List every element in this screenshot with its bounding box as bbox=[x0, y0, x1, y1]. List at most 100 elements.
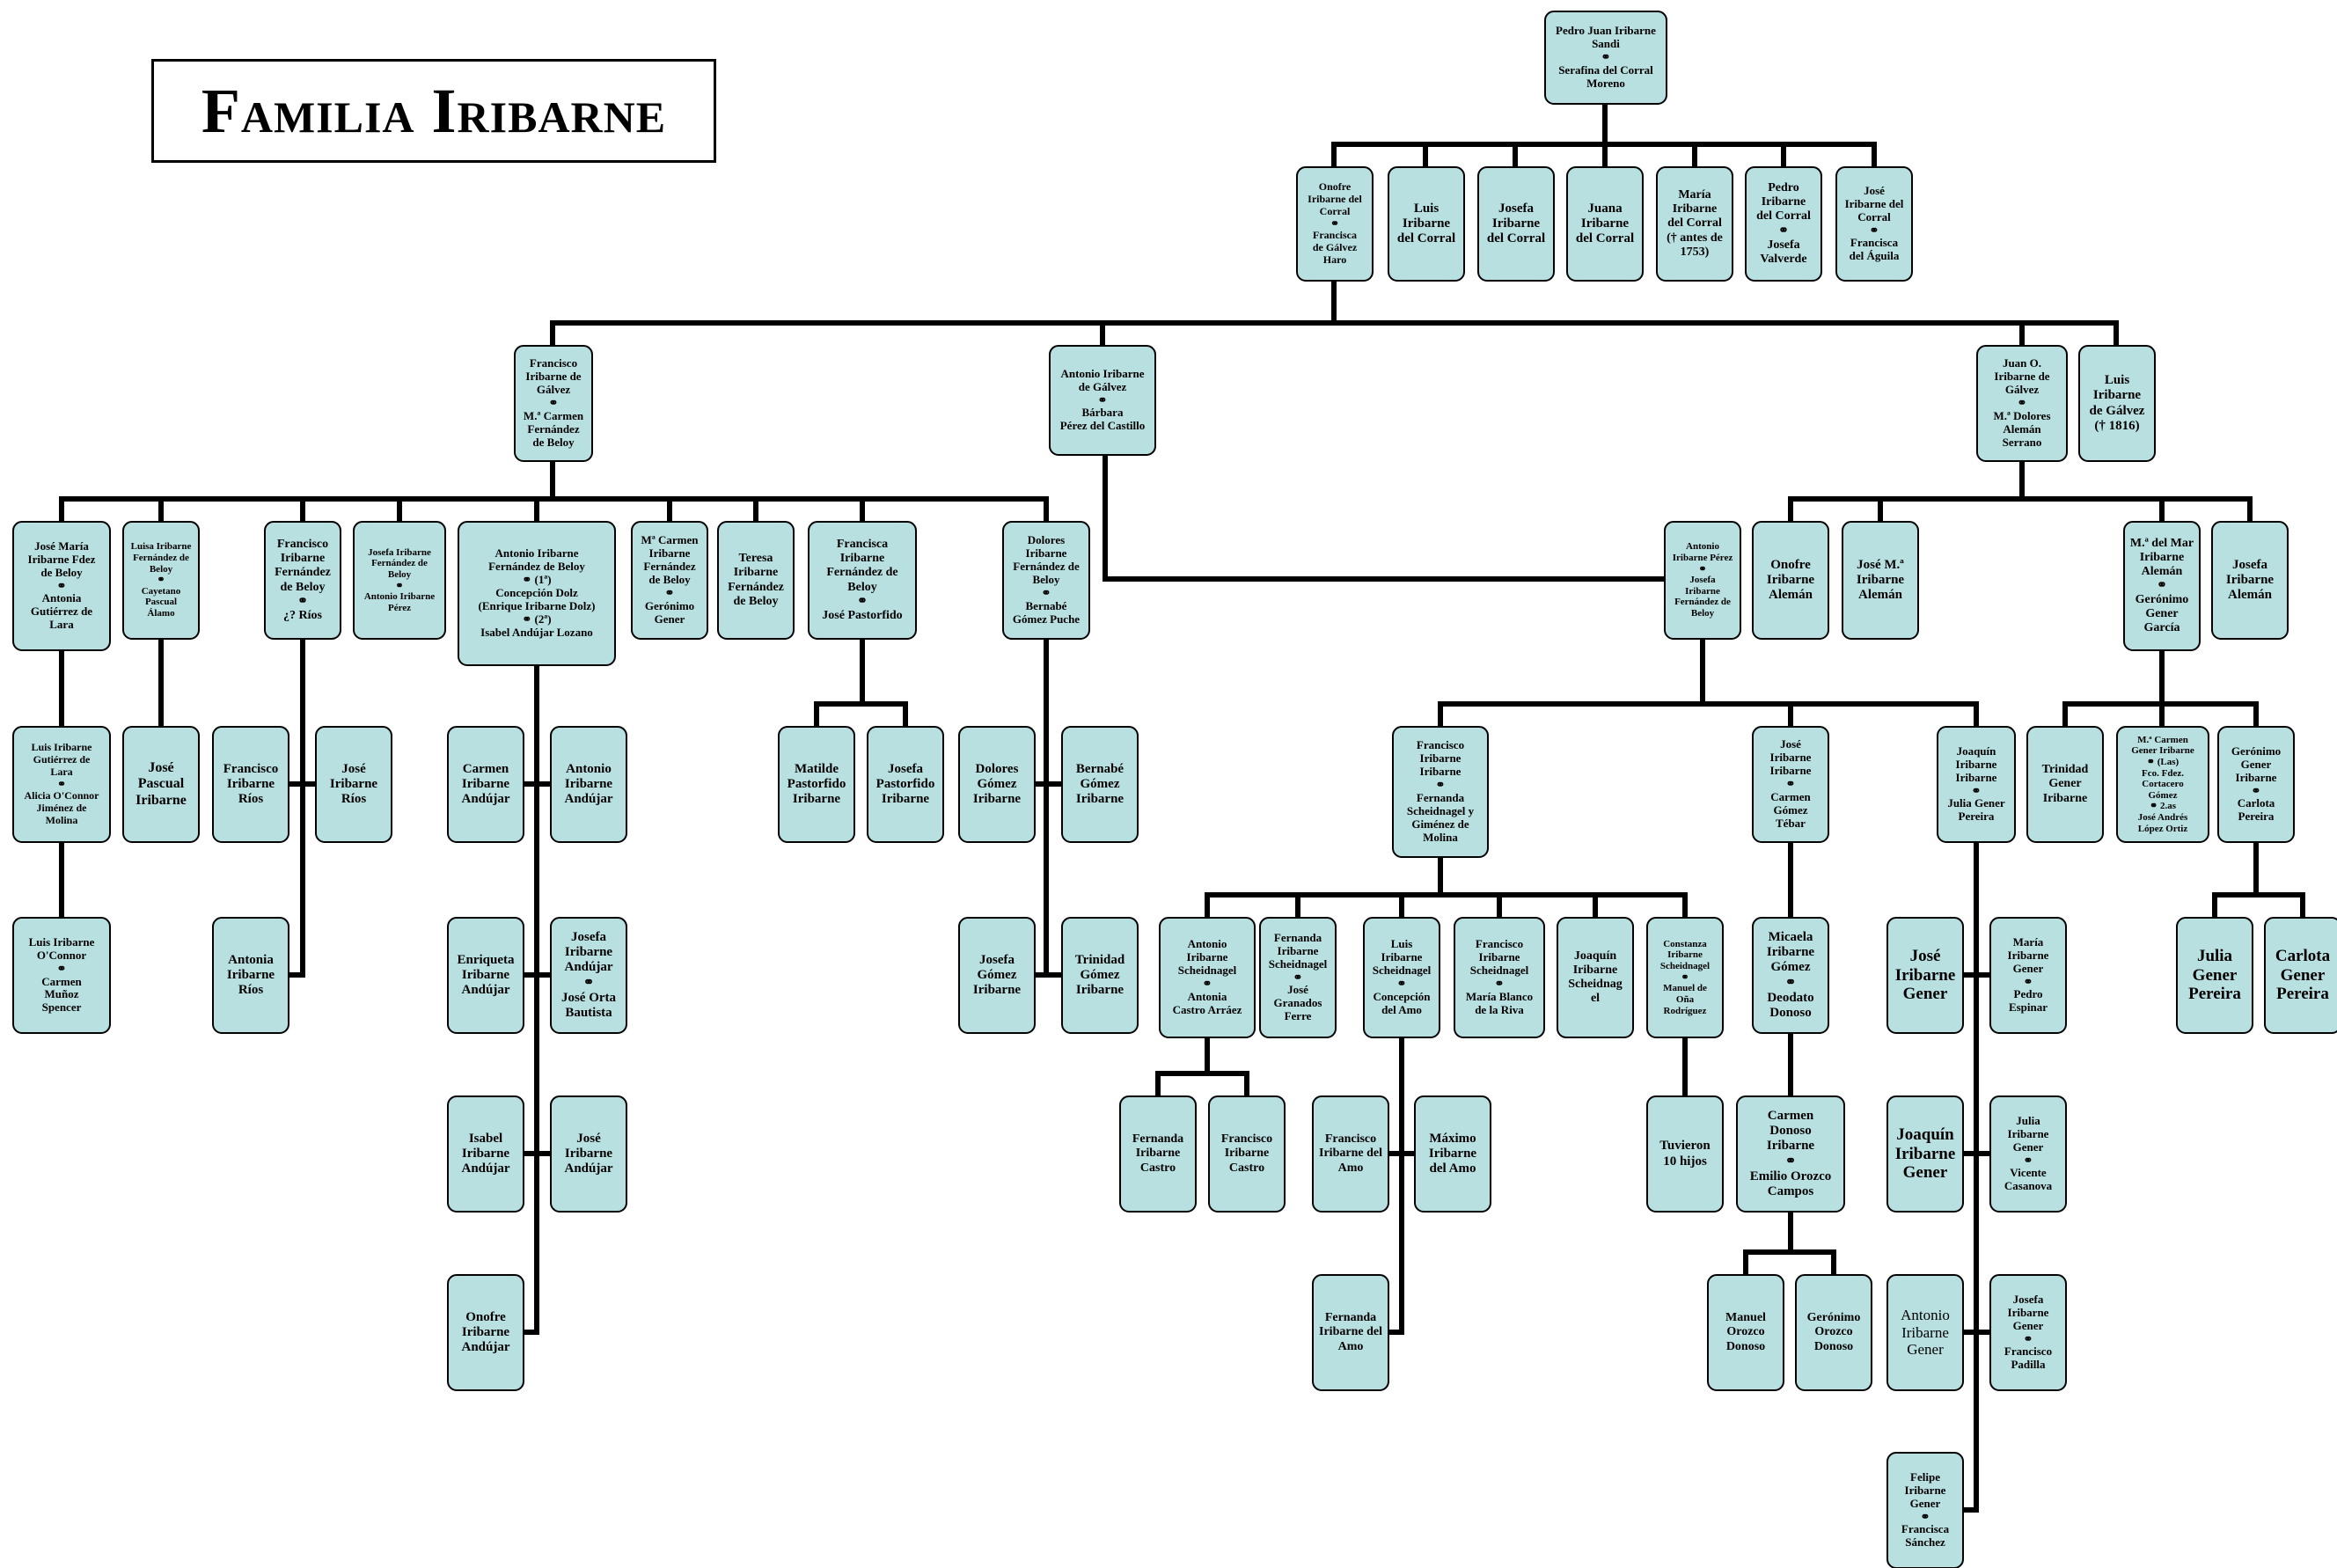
person-node-text: Trinidad Gener Iribarne bbox=[2041, 763, 2089, 805]
person-node-felipe-gener: Felipe Iribarne Gener ⚭ Francisca Sánche… bbox=[1886, 1452, 1964, 1568]
person-node-text: Josefa Iribarne Andújar ⚭ José Orta Baut… bbox=[560, 929, 617, 1020]
person-node-maria-corral: María Iribarne del Corral († antes de 17… bbox=[1656, 166, 1733, 282]
person-node-text: Manuel Orozco Donoso bbox=[1725, 1311, 1766, 1353]
person-node-juan-galvez: Juan O. Iribarne de Gálvez ⚭ M.ª Dolores… bbox=[1976, 345, 2068, 462]
person-node-text: Antonio Iribarne Andújar bbox=[564, 761, 613, 807]
person-node-francisca-fdez: Francisca Iribarne Fernández de Beloy ⚭ … bbox=[808, 521, 917, 640]
person-node-luis-corral: Luis Iribarne del Corral bbox=[1388, 166, 1465, 282]
diagram-title: Familia Iribarne bbox=[151, 59, 716, 163]
person-node-antonio-scheid: Antonio Iribarne Scheidnagel ⚭ Antonia C… bbox=[1159, 917, 1256, 1038]
person-node-text: M.ª del Mar Iribarne Alemán ⚭ Gerónimo G… bbox=[2129, 536, 2194, 635]
person-node-enriqueta: Enriqueta Iribarne Andújar bbox=[447, 917, 524, 1034]
person-node-luisa: Luisa Iribarne Fernández de Beloy ⚭ Caye… bbox=[122, 521, 200, 640]
person-node-luis-galvez: Luis Iribarne de Gálvez († 1816) bbox=[2078, 345, 2156, 462]
person-node-text: Luis Iribarne Scheidnagel ⚭ Concepción d… bbox=[1372, 937, 1432, 1016]
person-node-joaquin-scheid: Joaquín Iribarne Scheidnag el bbox=[1557, 917, 1634, 1038]
person-node-josefa-gomez: Josefa Gómez Iribarne bbox=[958, 917, 1036, 1034]
person-node-text: Antonio Iribarne Scheidnagel ⚭ Antonia C… bbox=[1172, 937, 1242, 1016]
person-node-text: Francisco Iribarne Iribarne ⚭ Fernanda S… bbox=[1406, 738, 1475, 844]
person-node-text: Josefa Iribarne Fernández de Beloy ⚭ Ant… bbox=[363, 546, 436, 613]
person-node-text: Francisco Iribarne Scheidnagel ⚭ María B… bbox=[1465, 937, 1534, 1016]
person-node-text: Antonia Iribarne Ríos bbox=[226, 952, 275, 998]
person-node-text: Antonio Iribarne Gener bbox=[1901, 1307, 1950, 1359]
person-node-trinidad-gener: Trinidad Gener Iribarne bbox=[2026, 726, 2104, 843]
person-node-onofre: Onofre Iribarne del Corral ⚭ Francisca d… bbox=[1296, 166, 1374, 282]
person-node-onofre-aleman: Onofre Iribarne Alemán bbox=[1752, 521, 1829, 640]
person-node-joaquin-ii: Joaquín Iribarne Iribarne ⚭ Julia Gener … bbox=[1937, 726, 2016, 843]
person-node-text: Enriqueta Iribarne Andújar bbox=[457, 952, 515, 998]
person-node-josefa-pastorfido: Josefa Pastorfido Iribarne bbox=[867, 726, 944, 843]
person-node-trinidad-gomez: Trinidad Gómez Iribarne bbox=[1061, 917, 1139, 1034]
person-node-manuel-orozco: Manuel Orozco Donoso bbox=[1707, 1274, 1784, 1391]
person-node-antonio-fdez: Antonio Iribarne Fernández de Beloy ⚭ (1… bbox=[458, 521, 616, 666]
person-node-text: Gerónimo Gener Iribarne ⚭ Carlota Pereir… bbox=[2231, 744, 2282, 824]
person-node-luis-scheid: Luis Iribarne Scheidnagel ⚭ Concepción d… bbox=[1363, 917, 1440, 1038]
person-node-constanza: Constanza Iribarne Scheidnagel ⚭ Manuel … bbox=[1646, 917, 1724, 1038]
person-node-text: Antonio Iribarne Fernández de Beloy ⚭ (1… bbox=[478, 546, 596, 639]
person-node-teresa-fdez: Teresa Iribarne Fernández de Beloy bbox=[717, 521, 795, 640]
person-node-francisco-amo: Francisco Iribarne del Amo bbox=[1312, 1095, 1389, 1213]
person-node-text: José María Iribarne Fdez de Beloy ⚭ Anto… bbox=[27, 539, 96, 632]
person-node-text: José M.ª Iribarne Alemán bbox=[1856, 557, 1905, 603]
person-node-text: José Iribarne Ríos bbox=[329, 761, 378, 807]
person-node-text: María Iribarne Gener ⚭ Pedro Espinar bbox=[2007, 934, 2049, 1015]
person-node-antonio-gener: Antonio Iribarne Gener bbox=[1886, 1274, 1964, 1391]
person-node-text: Constanza Iribarne Scheidnagel ⚭ Manuel … bbox=[1659, 938, 1711, 1016]
person-node-text: Luis Iribarne de Gálvez († 1816) bbox=[2089, 373, 2145, 433]
person-node-text: Juan O. Iribarne de Gálvez ⚭ M.ª Dolores… bbox=[1993, 356, 2051, 449]
person-node-josefa-gener: Josefa Iribarne Gener ⚭ Francisco Padill… bbox=[1989, 1274, 2067, 1391]
person-node-text: José Iribarne Andújar bbox=[564, 1131, 613, 1176]
person-node-fernanda-castro: Fernanda Iribarne Castro bbox=[1119, 1095, 1197, 1213]
person-node-text: Josefa Iribarne del Corral bbox=[1486, 201, 1546, 246]
person-node-francisco-scheid2: Francisco Iribarne Scheidnagel ⚭ María B… bbox=[1454, 917, 1545, 1038]
person-node-text: Josefa Iribarne Gener ⚭ Francisco Padill… bbox=[2004, 1292, 2053, 1372]
person-node-text: Fernanda Iribarne Castro bbox=[1132, 1132, 1184, 1175]
person-node-text: Francisco Iribarne del Amo bbox=[1319, 1132, 1382, 1175]
person-node-text: Josefa Iribarne Alemán bbox=[2225, 557, 2275, 603]
person-node-text: Josefa Gómez Iribarne bbox=[972, 952, 1022, 998]
person-node-text: Francisco Iribarne Castro bbox=[1220, 1132, 1273, 1175]
person-node-julia-pereira: Julia Gener Pereira bbox=[2176, 917, 2253, 1034]
person-node-text: Antonio Iribarne de Gálvez ⚭ Bárbara Pér… bbox=[1059, 366, 1146, 433]
person-node-jose-pascual: José Pascual Iribarne bbox=[122, 726, 200, 843]
person-node-antonia-rios: Antonia Iribarne Ríos bbox=[212, 917, 289, 1034]
person-node-text: Luis Iribarne del Corral bbox=[1396, 201, 1456, 246]
person-node-text: José Iribarne del Corral ⚭ Francisca del… bbox=[1844, 183, 1904, 263]
person-node-text: Onofre Iribarne del Corral ⚭ Francisca d… bbox=[1308, 180, 1362, 266]
person-node-text: Máximo Iribarne del Amo bbox=[1428, 1131, 1477, 1176]
person-node-text: Julia Gener Pereira bbox=[2188, 946, 2241, 1004]
person-node-josefa-andujar: Josefa Iribarne Andújar ⚭ José Orta Baut… bbox=[550, 917, 627, 1034]
person-node-bernabe-gomez: Bernabé Gómez Iribarne bbox=[1061, 726, 1139, 843]
person-node-francisco-galvez: Francisco Iribarne de Gálvez ⚭ M.ª Carme… bbox=[514, 345, 593, 462]
person-node-francisco-scheid: Francisco Iribarne Iribarne ⚭ Fernanda S… bbox=[1392, 726, 1489, 858]
person-node-fernanda-scheid: Fernanda Iribarne Scheidnagel ⚭ José Gra… bbox=[1259, 917, 1337, 1038]
person-node-text: Joaquín Iribarne Scheidnag el bbox=[1568, 949, 1623, 1006]
person-node-micaela: Micaela Iribarne Gómez ⚭ Deodato Donoso bbox=[1752, 917, 1829, 1034]
person-node-pedro-corral: Pedro Iribarne del Corral ⚭ Josefa Valve… bbox=[1745, 166, 1822, 282]
person-node-jose-maria-fdez: José María Iribarne Fdez de Beloy ⚭ Anto… bbox=[12, 521, 111, 651]
person-node-text: Francisca Iribarne Fernández de Beloy ⚭ … bbox=[822, 538, 903, 622]
person-node-geronimo-orozco: Gerónimo Orozco Donoso bbox=[1795, 1274, 1872, 1391]
person-node-text: Micaela Iribarne Gómez ⚭ Deodato Donoso bbox=[1766, 929, 1815, 1020]
person-node-maria-gener: María Iribarne Gener ⚭ Pedro Espinar bbox=[1989, 917, 2067, 1034]
person-node-text: Trinidad Gómez Iribarne bbox=[1074, 952, 1125, 998]
person-node-carlota-pereira: Carlota Gener Pereira bbox=[2264, 917, 2337, 1034]
person-node-text: Pedro Juan Iribarne Sandi ⚭ Serafina del… bbox=[1556, 24, 1656, 90]
person-node-text: Bernabé Gómez Iribarne bbox=[1075, 761, 1125, 807]
person-node-francisco-fdez: Francisco Iribarne Fernández de Beloy ⚭ … bbox=[264, 521, 341, 640]
person-node-text: Onofre Iribarne Andújar bbox=[461, 1309, 510, 1355]
person-node-josefa-corral: Josefa Iribarne del Corral bbox=[1477, 166, 1555, 282]
person-node-tuvieron: Tuvieron 10 hijos bbox=[1646, 1095, 1724, 1213]
person-node-text: José Iribarne Iribarne ⚭ Carmen Gómez Té… bbox=[1769, 737, 1812, 830]
person-node-mcarmen-fdez: Mª Carmen Iribarne Fernández de Beloy ⚭ … bbox=[631, 521, 708, 640]
person-node-text: Carmen Iribarne Andújar bbox=[461, 761, 510, 807]
person-node-text: Francisco Iribarne de Gálvez ⚭ M.ª Carme… bbox=[523, 356, 584, 449]
person-node-text: Dolores Gómez Iribarne bbox=[972, 761, 1022, 807]
person-node-text: Juana Iribarne del Corral bbox=[1575, 201, 1635, 246]
person-node-julia-gener: Julia Iribarne Gener ⚭ Vicente Casanova bbox=[1989, 1095, 2067, 1213]
person-node-antonio-galvez: Antonio Iribarne de Gálvez ⚭ Bárbara Pér… bbox=[1049, 345, 1156, 456]
person-node-mcarmen-gener: M.ª Carmen Gener Iribarne ⚭ (Las) Fco. F… bbox=[2116, 726, 2209, 843]
person-node-pedro-juan: Pedro Juan Iribarne Sandi ⚭ Serafina del… bbox=[1544, 11, 1667, 105]
